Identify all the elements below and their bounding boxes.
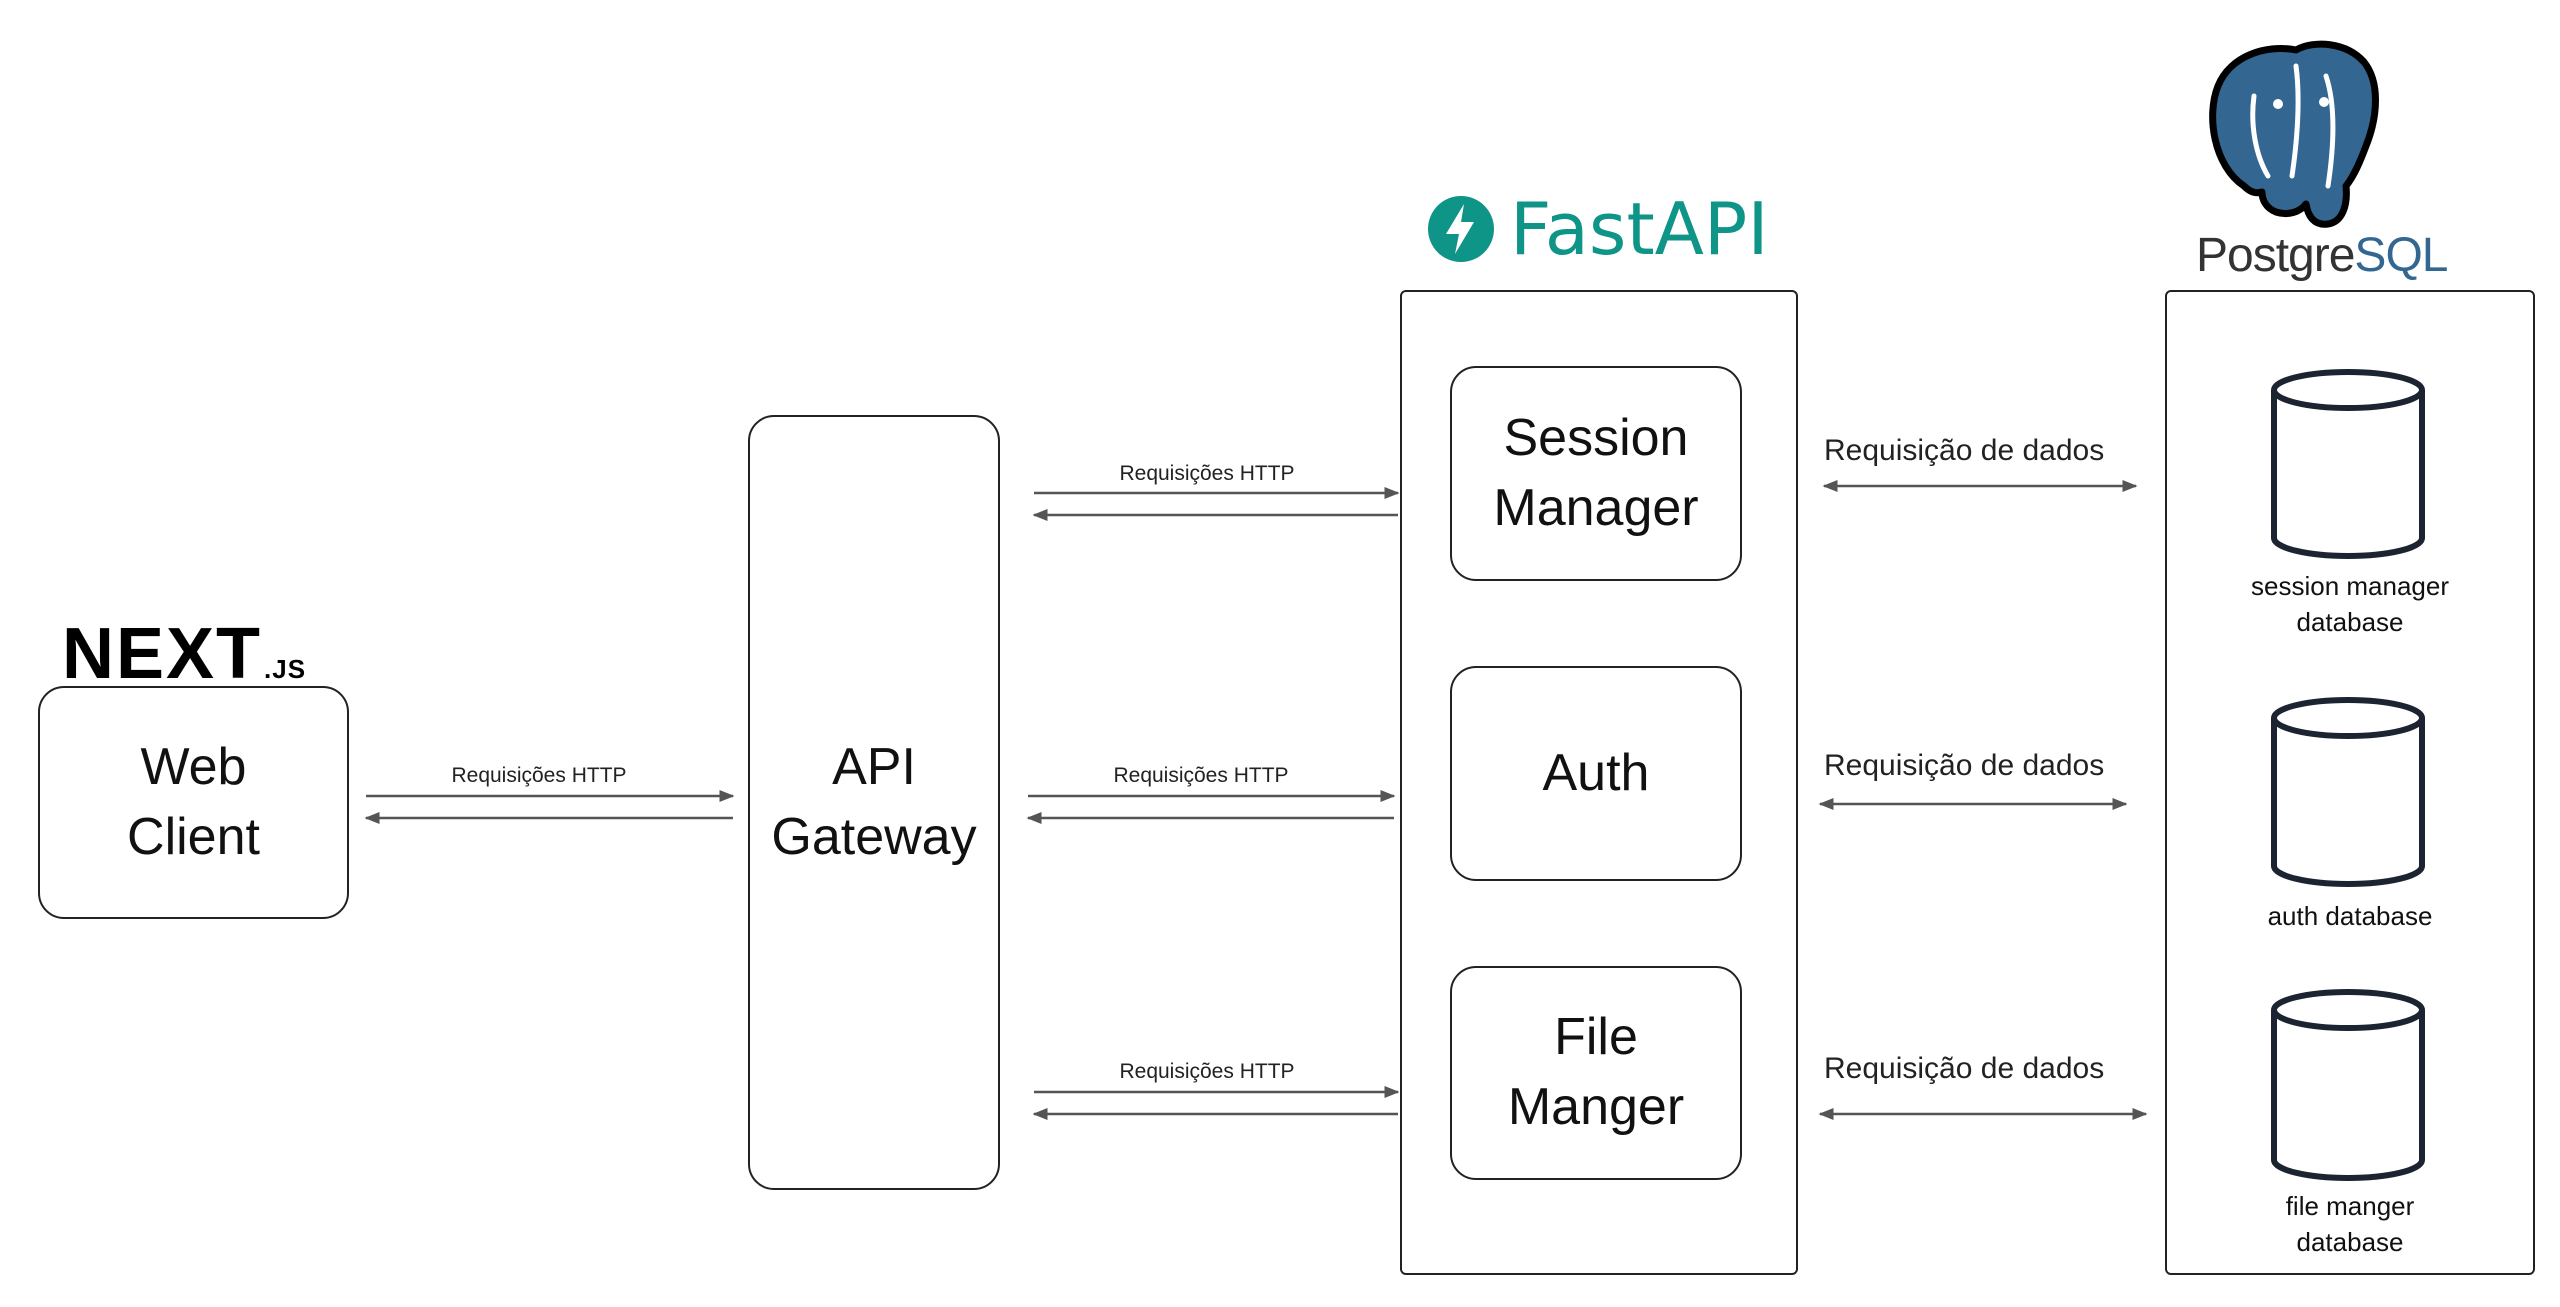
session-manager-node: Session Manager [1450,366,1742,581]
web-client-node: Web Client [38,686,349,919]
nextjs-logo-suffix: .JS [264,654,307,684]
api-gateway-node: API Gateway [748,415,1000,1190]
nextjs-logo: NEXT.JS [62,618,306,690]
session-database-label: session manager database [2251,571,2449,638]
file-manger-label: File Manger [1507,1008,1685,1136]
session-db-label: Requisição de dados [1824,434,2105,467]
fastapi-logo-text: FastAPI [1510,187,1769,271]
lightning-bolt-icon [1428,196,1494,262]
auth-database-label: auth database [2267,901,2433,931]
client-gateway-label: Requisições HTTP [451,764,627,787]
elephant-icon [2209,40,2379,228]
gateway-session-label: Requisições HTTP [1119,462,1295,485]
file-db-label: Requisição de dados [1824,1052,2105,1085]
auth-label: Auth [1542,743,1650,802]
postgresql-logo-text: PostgreSQL [2196,229,2448,282]
postgresql-logo-accent: SQL [2354,229,2448,282]
postgresql-logo-main: Postgre [2196,229,2355,282]
web-client-label: Web Client [127,737,260,866]
gateway-auth-label: Requisições HTTP [1113,764,1289,787]
postgresql-container [2165,290,2535,1275]
fastapi-logo: FastAPI [1428,193,1769,265]
auth-node: Auth [1450,666,1742,881]
gateway-file-label: Requisições HTTP [1119,1060,1295,1083]
session-manager-label: Session Manager [1493,408,1699,537]
api-gateway-label: API Gateway [771,737,977,866]
file-database-label: file manger database [2285,1191,2415,1258]
nextjs-logo-text: NEXT [62,614,263,694]
auth-db-label: Requisição de dados [1824,749,2105,782]
file-manger-node: File Manger [1450,966,1742,1180]
